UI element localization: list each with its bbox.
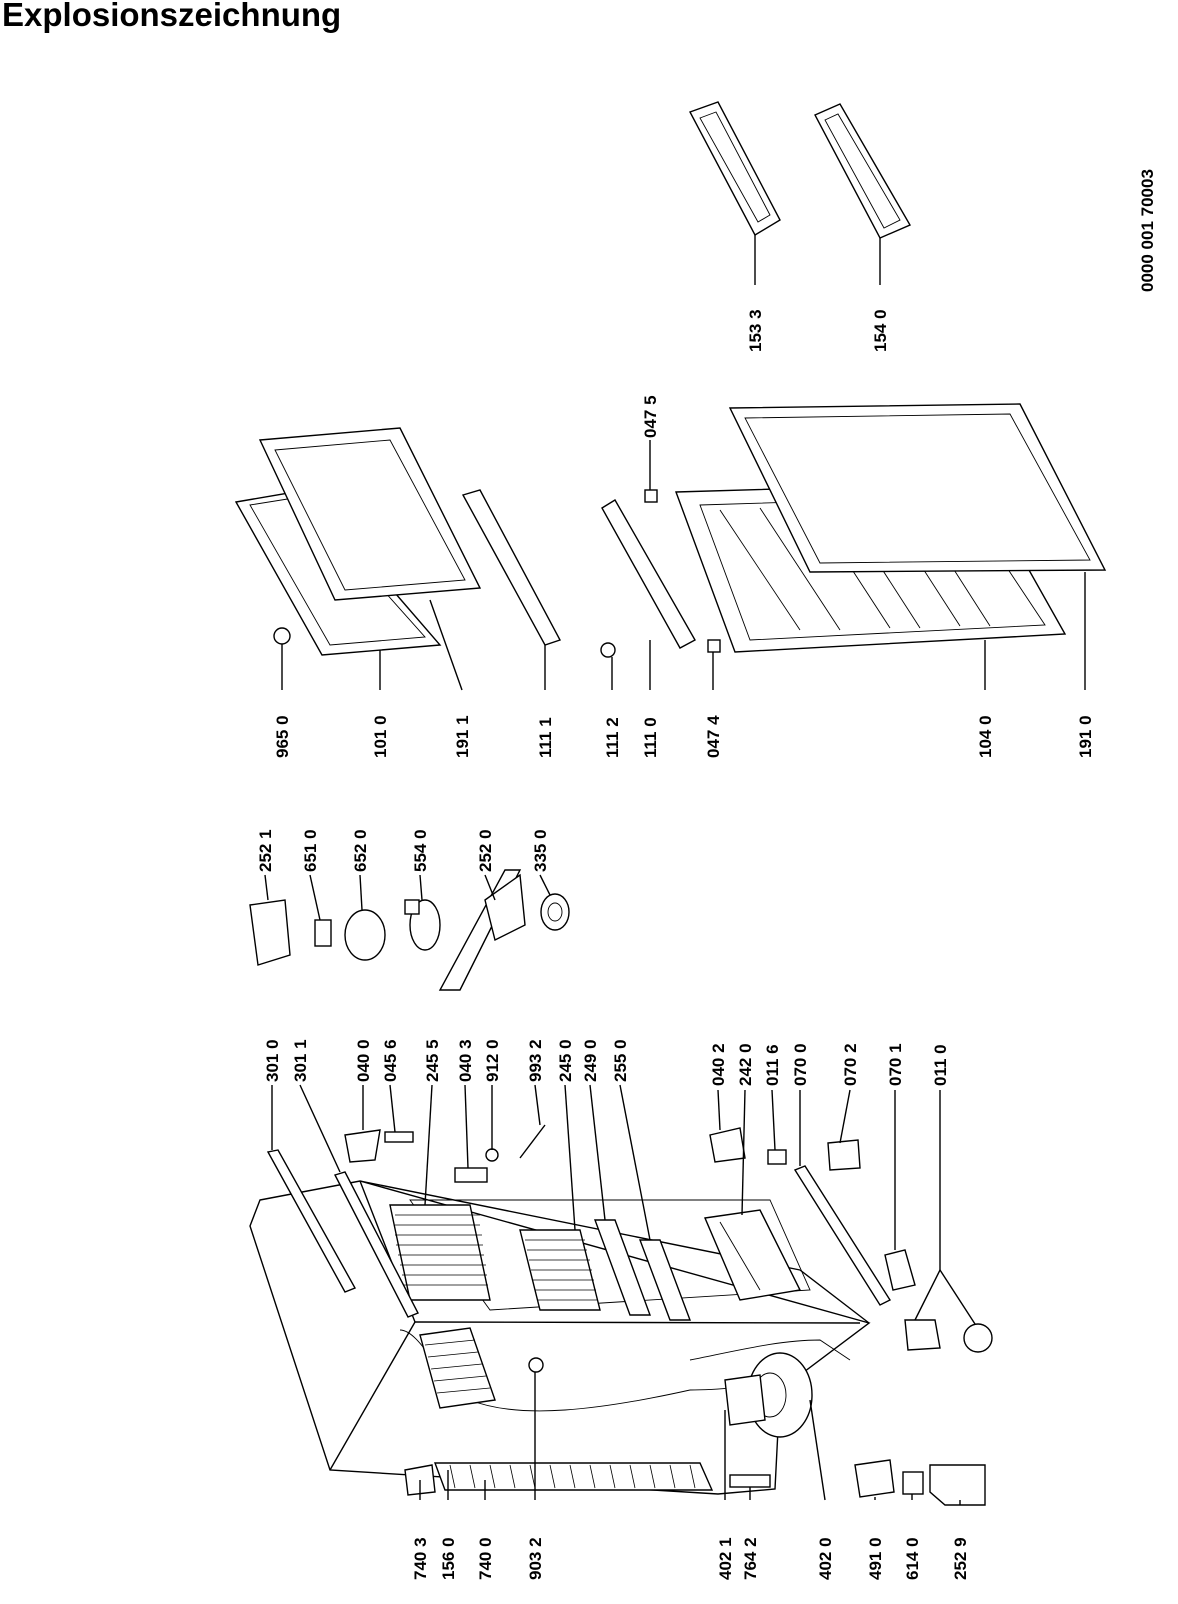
part-label: 252 1 <box>256 829 275 872</box>
part-label: 040 0 <box>354 1039 373 1082</box>
part-label: 912 0 <box>483 1039 502 1082</box>
part-label: 156 0 <box>439 1537 458 1580</box>
refrigerator-cabinet <box>249 1124 993 1506</box>
part-label: 191 0 <box>1076 715 1095 758</box>
part-label: 047 4 <box>704 715 723 758</box>
freezer-door <box>234 427 562 690</box>
part-label: 614 0 <box>903 1537 922 1580</box>
part-label: 402 0 <box>816 1537 835 1580</box>
part-label: 111 2 <box>603 717 622 758</box>
part-label: 245 0 <box>556 1039 575 1082</box>
control-components <box>249 869 570 991</box>
part-label: 104 0 <box>976 715 995 758</box>
part-label: 070 2 <box>841 1043 860 1086</box>
part-labels: 301 0 301 1 040 0 045 6 245 5 040 3 912 … <box>256 169 1157 1580</box>
part-label: 740 3 <box>411 1537 430 1580</box>
part-label: 111 1 <box>536 717 555 758</box>
part-label: 045 6 <box>381 1039 400 1082</box>
part-label: 249 0 <box>581 1039 600 1082</box>
part-label: 301 1 <box>291 1039 310 1082</box>
part-label: 153 3 <box>746 309 765 352</box>
part-label: 554 0 <box>411 829 430 872</box>
part-label: 154 0 <box>871 309 890 352</box>
part-label: 040 3 <box>456 1039 475 1082</box>
part-label: 047 5 <box>641 395 660 438</box>
part-label: 335 0 <box>531 829 550 872</box>
part-label: 040 2 <box>709 1043 728 1086</box>
part-label: 965 0 <box>273 715 292 758</box>
part-label: 402 1 <box>716 1537 735 1580</box>
part-label: 652 0 <box>351 829 370 872</box>
part-label: 651 0 <box>301 829 320 872</box>
part-label: 011 6 <box>763 1044 782 1086</box>
part-label: 252 9 <box>951 1537 970 1580</box>
part-label: 301 0 <box>263 1039 282 1082</box>
part-label: 070 1 <box>886 1043 905 1086</box>
part-label: 764 2 <box>741 1537 760 1580</box>
part-label: 101 0 <box>371 715 390 758</box>
part-label: 255 0 <box>611 1039 630 1082</box>
part-label: 903 2 <box>526 1537 545 1580</box>
part-label: 993 2 <box>526 1039 545 1082</box>
leader-lines <box>264 235 1086 1505</box>
door-shelves <box>689 101 911 239</box>
part-label: 252 0 <box>476 829 495 872</box>
doc-number: 0000 001 70003 <box>1138 169 1157 292</box>
part-label: 111 0 <box>641 717 660 758</box>
part-label: 011 0 <box>931 1044 950 1086</box>
fridge-door <box>600 403 1107 658</box>
page-title: Explosionszeichnung <box>2 0 342 33</box>
part-label: 245 5 <box>423 1039 442 1082</box>
part-label: 070 0 <box>791 1043 810 1086</box>
part-label: 191 1 <box>453 715 472 758</box>
part-label: 242 0 <box>736 1043 755 1086</box>
part-label: 740 0 <box>476 1537 495 1580</box>
part-label: 491 0 <box>866 1537 885 1580</box>
